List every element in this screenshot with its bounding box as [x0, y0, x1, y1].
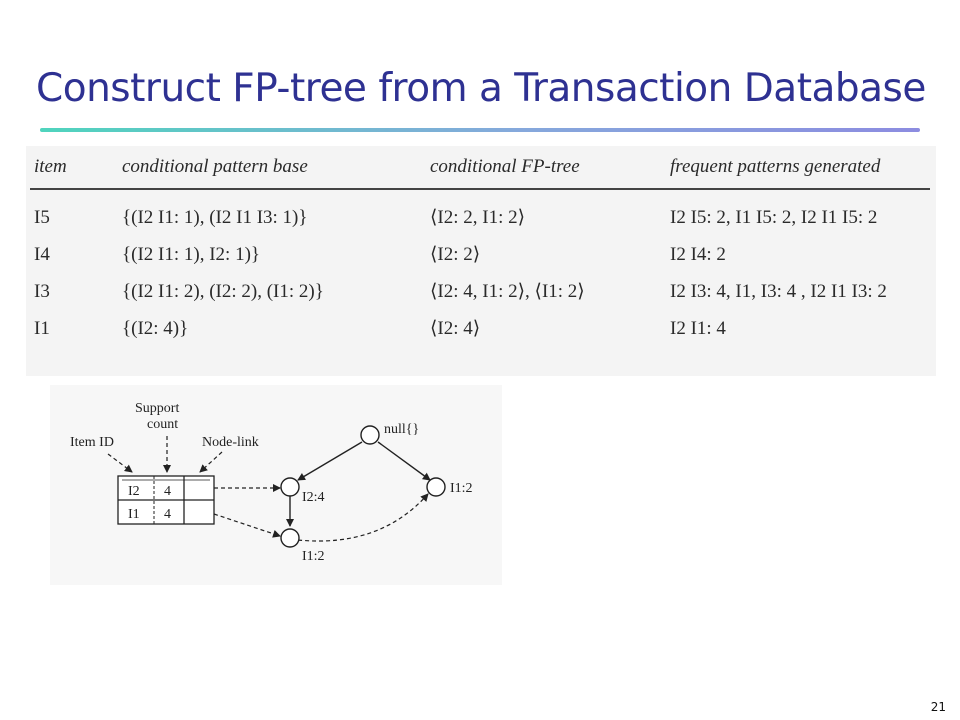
header-table-count: 4: [164, 507, 171, 522]
node-label-i1-right: I1:2: [450, 481, 473, 496]
cell-pattern-base: {(I2 I1: 2), (I2: 2), (I1: 2)}: [122, 280, 324, 302]
node-link-label: Node-link: [202, 435, 259, 450]
node-link-i1-chain: [297, 493, 429, 542]
tree-node-i1-child: [280, 528, 300, 548]
cell-frequent-patterns: I2 I1: 4: [670, 317, 726, 339]
cell-item: I4: [34, 243, 50, 265]
cell-item: I1: [34, 317, 50, 339]
cell-pattern-base: {(I2 I1: 1), (I2 I1 I3: 1)}: [122, 206, 308, 228]
cell-pattern-base: {(I2 I1: 1), I2: 1)}: [122, 243, 261, 265]
cell-pattern-base: {(I2: 4)}: [122, 317, 189, 339]
cell-fp-tree: ⟨I2: 2, I1: 2⟩: [430, 207, 526, 228]
table-row: I1 {(I2: 4)} ⟨I2: 4⟩ I2 I1: 4: [30, 308, 930, 345]
tree-node-i1-right: [426, 477, 446, 497]
conditional-pattern-table: item conditional pattern base conditiona…: [30, 150, 930, 345]
node-label-i1-child: I1:2: [302, 549, 325, 564]
table-row: I4 {(I2 I1: 1), I2: 1)} ⟨I2: 2⟩ I2 I4: 2: [30, 234, 930, 271]
cell-fp-tree: ⟨I2: 2⟩: [430, 244, 481, 265]
header-item: item: [30, 150, 118, 190]
table-row: I5 {(I2 I1: 1), (I2 I1 I3: 1)} ⟨I2: 2, I…: [30, 189, 930, 234]
cell-frequent-patterns: I2 I3: 4, I1, I3: 4 , I2 I1 I3: 2: [670, 280, 887, 302]
slide-title: Construct FP-tree from a Transaction Dat…: [36, 66, 926, 111]
header-frequent-patterns: frequent patterns generated: [666, 150, 930, 190]
edge-root-i1: [377, 441, 431, 481]
cell-frequent-patterns: I2 I5: 2, I1 I5: 2, I2 I1 I5: 2: [670, 206, 878, 228]
node-label-root: null{}: [384, 422, 419, 437]
page-number: 21: [930, 700, 946, 714]
header-conditional-pattern-base: conditional pattern base: [118, 150, 426, 190]
cell-frequent-patterns: I2 I4: 2: [670, 243, 726, 265]
cell-item: I3: [34, 280, 50, 302]
title-underline: [40, 128, 920, 132]
support-label-line1: Support: [135, 401, 179, 416]
node-label-i2: I2:4: [302, 490, 325, 505]
header-table-item: I2: [128, 484, 140, 499]
header-table: [117, 475, 215, 525]
node-link-arrow: [199, 451, 223, 473]
header-table-count: 4: [164, 484, 171, 499]
cell-item: I5: [34, 206, 50, 228]
table-row: I3 {(I2 I1: 2), (I2: 2), (I1: 2)} ⟨I2: 4…: [30, 271, 930, 308]
item-id-arrow: [107, 453, 133, 473]
table-header-row: item conditional pattern base conditiona…: [30, 150, 930, 190]
support-label-line2: count: [147, 417, 178, 432]
item-id-label: Item ID: [70, 435, 114, 450]
header-table-item: I1: [128, 507, 140, 522]
header-conditional-fp-tree: conditional FP-tree: [426, 150, 666, 190]
cell-fp-tree: ⟨I2: 4, I1: 2⟩, ⟨I1: 2⟩: [430, 281, 585, 302]
tree-node-root: [360, 425, 380, 445]
tree-node-i2: [280, 477, 300, 497]
cell-fp-tree: ⟨I2: 4⟩: [430, 318, 481, 339]
node-link-i1: [213, 513, 281, 538]
edge-root-i2: [297, 441, 363, 481]
